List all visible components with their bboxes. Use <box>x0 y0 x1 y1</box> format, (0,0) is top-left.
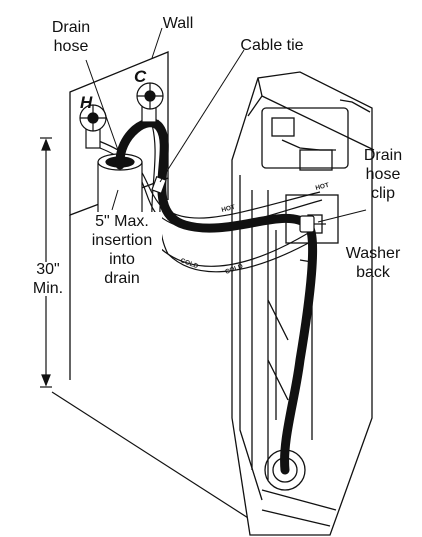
cold-hose-mark: COLD <box>179 257 199 270</box>
hot-valve-label: H <box>80 93 93 112</box>
drain-hose-label: Drain hose <box>51 19 91 55</box>
drain-hose-clip <box>299 215 326 233</box>
cold-valve-label: C <box>134 67 147 86</box>
hot-hose-mark-2: HOT <box>315 182 330 192</box>
floor-line <box>51 391 271 533</box>
drain-hose <box>115 118 318 475</box>
washer-back-label: Washer back <box>345 245 401 281</box>
cold-valve <box>136 82 164 123</box>
leader-lines <box>85 27 367 223</box>
hot-hose-mark: HOT <box>221 204 236 214</box>
drain-hose-clip-label: Drain hose clip <box>363 147 403 202</box>
cable-tie-label: Cable tie <box>240 37 304 54</box>
hot-valve <box>79 104 107 149</box>
cable-tie <box>151 175 167 195</box>
min-height-label: 30" Min. <box>32 261 64 297</box>
wall-label: Wall <box>162 15 194 32</box>
washer-back <box>231 71 375 536</box>
max-insertion-label: 5" Max. insertion into drain <box>82 212 162 288</box>
